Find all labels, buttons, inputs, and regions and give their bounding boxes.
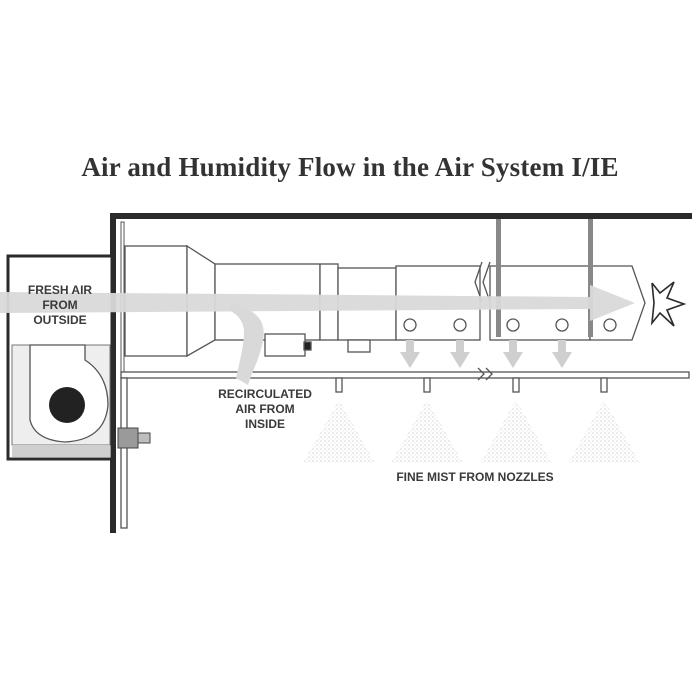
recirculated-air-arrow [228,304,264,385]
diagram-title: Air and Humidity Flow in the Air System … [81,152,619,182]
down-arrow-icon [450,340,470,368]
valve-icon [117,427,151,449]
fresh-air-arrow [0,285,635,321]
recirculated-air-label: RECIRCULATED AIR FROM INSIDE [218,387,312,431]
fan-housing [6,254,114,461]
mist-sprays [303,400,640,463]
mist-down-arrows [400,340,572,368]
fine-mist-label: FINE MIST FROM NOZZLES [396,470,554,484]
mist-cone [391,400,463,463]
down-arrow-icon [400,340,420,368]
down-arrow-icon [503,340,523,368]
nozzle-icon [335,377,343,393]
wall-lower [120,377,128,529]
duct-hangers [496,219,593,337]
duct-break-mark [474,261,491,303]
nozzle-icon [600,377,608,393]
fan-motor-icon [49,387,85,423]
down-arrow-icon [552,340,572,368]
nozzle-icon [512,377,520,393]
damper-box [264,333,306,357]
air-outlet-burst-icon [650,281,687,327]
mist-cone [303,400,375,463]
nozzles [335,377,608,393]
fresh-air-label: FRESH AIR FROM OUTSIDE [27,283,93,327]
floor-break-mark [477,367,485,381]
mist-cone [568,400,640,463]
air-duct [124,244,646,358]
duct-hanger-box [347,339,371,353]
nozzle-icon [423,377,431,393]
mist-cone [480,400,552,463]
duct-ports [403,318,617,332]
ceiling [110,213,692,219]
floor-slab [120,371,690,379]
